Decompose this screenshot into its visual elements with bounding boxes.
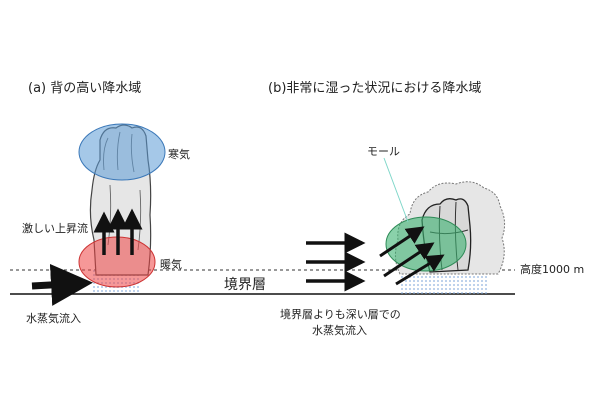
rain-shafts-b — [401, 272, 487, 294]
slanted-updraft-arrows — [379, 226, 445, 286]
label-inflow-b-line2: 水蒸気流入 — [312, 323, 367, 337]
inflow-arrows-b — [306, 232, 366, 292]
label-warm-air: 暖気 — [160, 257, 182, 271]
label-cold-air: 寒気 — [168, 147, 190, 161]
label-moll: モール — [367, 145, 400, 158]
panel-b-title: (b)非常に湿った状況における降水域 — [268, 81, 481, 96]
label-inflow-b-line1: 境界層よりも深い層での — [280, 307, 401, 321]
label-updraft: 激しい上昇流 — [22, 221, 88, 235]
updraft-arrows — [93, 208, 143, 255]
boundary-layer-label: 境界層 — [224, 277, 266, 293]
cold-air-ellipse — [78, 123, 166, 181]
inflow-arrow-a — [31, 263, 93, 306]
label-altitude: 高度1000 m — [520, 262, 584, 276]
moll-pointer-line — [383, 157, 409, 223]
panel-a-title: (a) 背の高い降水域 — [28, 80, 141, 96]
label-inflow-a: 水蒸気流入 — [26, 311, 81, 325]
